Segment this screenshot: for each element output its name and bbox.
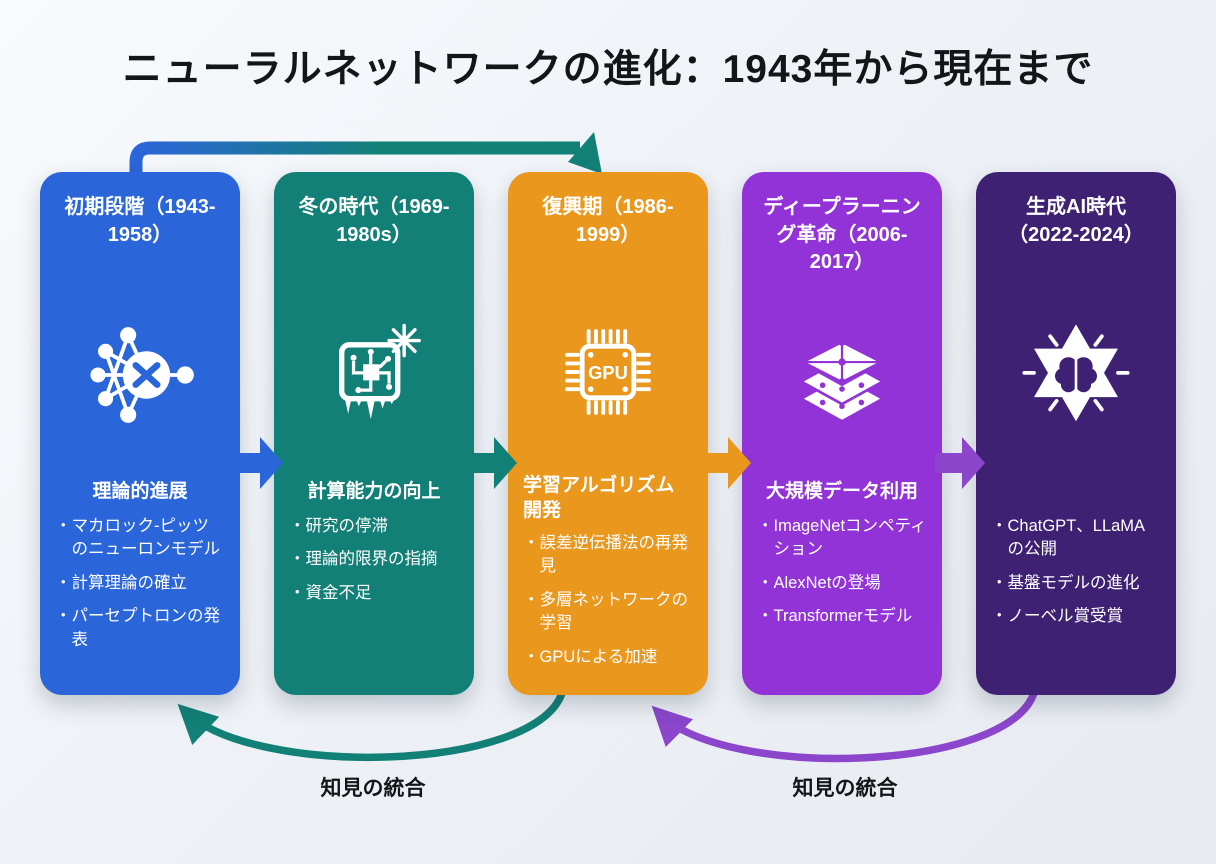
stage-card-winter: 冬の時代（1969-1980s）	[274, 172, 474, 695]
stage-title: 生成AI時代（2022-2024）	[1008, 196, 1144, 246]
stage-title: ディープラーニング革命（2006-2017）	[763, 196, 921, 274]
stage-card-early: 初期段階（1943-1958） 理論的進展	[40, 172, 240, 695]
neural-network-icon	[55, 300, 225, 450]
stage-card-generative-ai: 生成AI時代（2022-2024） ChatGPT、LLaMAの公開	[976, 172, 1176, 695]
feedback-label-left: 知見の統合	[320, 777, 426, 800]
bullet-item: Transformerモデル	[757, 605, 927, 628]
page-title: ニューラルネットワークの進化：1943年から現在まで	[122, 48, 1094, 91]
stage-bullets: ImageNetコンペティション AlexNetの登場 Transformerモ…	[757, 515, 927, 639]
flow-arrow-1	[233, 437, 283, 489]
stage-bullets: 誤差逆伝播法の再発見 多層ネットワークの学習 GPUによる加速	[523, 532, 693, 679]
flow-arrow-4	[935, 437, 985, 489]
feedback-label-right: 知見の統合	[792, 777, 898, 800]
bullet-item: 基盤モデルの進化	[991, 572, 1161, 595]
layered-network-icon	[757, 300, 927, 450]
bullet-item: 計算理論の確立	[55, 572, 225, 595]
stage-title: 冬の時代（1969-1980s）	[298, 196, 450, 246]
stage-heading: 学習アルゴリズム開発	[523, 475, 675, 522]
bullet-item: マカロック-ピッツのニューロンモデル	[55, 515, 225, 562]
stage-heading: 理論的進展	[92, 481, 188, 502]
bullet-item: パーセプトロンの発表	[55, 605, 225, 652]
bullet-item: 多層ネットワークの学習	[523, 589, 693, 636]
stage-title: 初期段階（1943-1958）	[64, 196, 216, 246]
bullet-item: AlexNetの登場	[757, 572, 927, 595]
bullet-item: 資金不足	[289, 582, 459, 605]
stage-bullets: 研究の停滞 理論的限界の指摘 資金不足	[289, 515, 459, 615]
feedback-arrow-left	[177, 691, 566, 762]
frozen-circuit-icon	[289, 300, 459, 450]
stage-heading: 計算能力の向上	[307, 481, 441, 502]
brain-spark-icon	[991, 300, 1161, 450]
bullet-item: 理論的限界の指摘	[289, 548, 459, 571]
stage-card-revival: 復興期（1986-1999）	[508, 172, 708, 695]
stage-title: 復興期（1986-1999）	[542, 196, 674, 246]
bullet-item: ChatGPT、LLaMAの公開	[991, 515, 1161, 562]
gpu-chip-icon: GPU	[523, 300, 693, 444]
flow-arrow-3	[701, 437, 751, 489]
bullet-item: GPUによる加速	[523, 646, 693, 669]
gpu-label: GPU	[588, 362, 628, 383]
flow-arrow-2	[467, 437, 517, 489]
stage-card-deep-learning: ディープラーニング革命（2006-2017） 大規	[742, 172, 942, 695]
stage-heading: 大規模データ利用	[765, 481, 918, 502]
bullet-item: ノーベル賞受賞	[991, 605, 1161, 628]
bullet-item: ImageNetコンペティション	[757, 515, 927, 562]
stage-bullets: マカロック-ピッツのニューロンモデル 計算理論の確立 パーセプトロンの発表	[55, 515, 225, 662]
feedback-arrow-right	[651, 691, 1038, 763]
bullet-item: 誤差逆伝播法の再発見	[523, 532, 693, 579]
stage-heading	[991, 480, 1161, 505]
stage-bullets: ChatGPT、LLaMAの公開 基盤モデルの進化 ノーベル賞受賞	[991, 515, 1161, 639]
bullet-item: 研究の停滞	[289, 515, 459, 538]
